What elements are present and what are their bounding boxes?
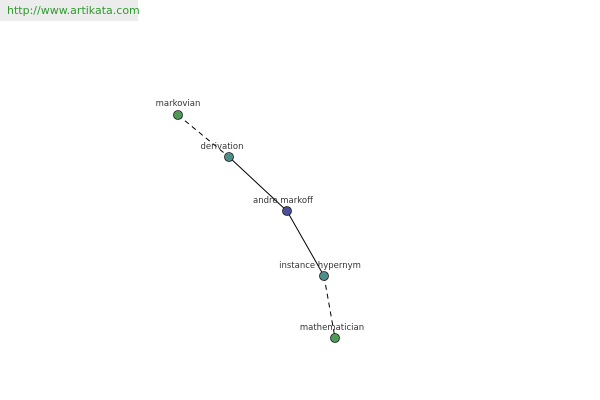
node-andre-markoff[interactable]: andre markoff	[253, 196, 314, 216]
node-marker[interactable]	[319, 271, 329, 281]
edge-instance-hypernym-to-mathematician	[323, 275, 336, 339]
watermark-url[interactable]: http://www.artikata.com	[0, 0, 140, 21]
node-marker[interactable]	[282, 206, 292, 216]
node-label: markovian	[156, 99, 201, 109]
node-markovian[interactable]: markovian	[156, 99, 201, 120]
node-derivation[interactable]: derivation	[200, 142, 244, 162]
node-marker[interactable]	[330, 333, 340, 343]
edge-andre-markoff-to-instance-hypernym	[286, 210, 325, 277]
nodes-layer: markovian derivation andre markoff instance…	[156, 99, 364, 343]
node-label: andre markoff	[253, 196, 314, 206]
node-instance-hypernym[interactable]: instance hypernym	[279, 261, 361, 281]
edge-derivation-to-andre-markoff	[228, 156, 288, 212]
edges-layer	[177, 114, 336, 339]
node-marker[interactable]	[173, 110, 183, 120]
node-marker[interactable]	[224, 152, 234, 162]
node-label: mathematician	[300, 323, 364, 333]
node-label: derivation	[200, 142, 243, 152]
edge-markovian-to-derivation	[177, 114, 230, 158]
node-mathematician[interactable]: mathematician	[300, 323, 364, 343]
node-label: instance hypernym	[279, 261, 361, 271]
